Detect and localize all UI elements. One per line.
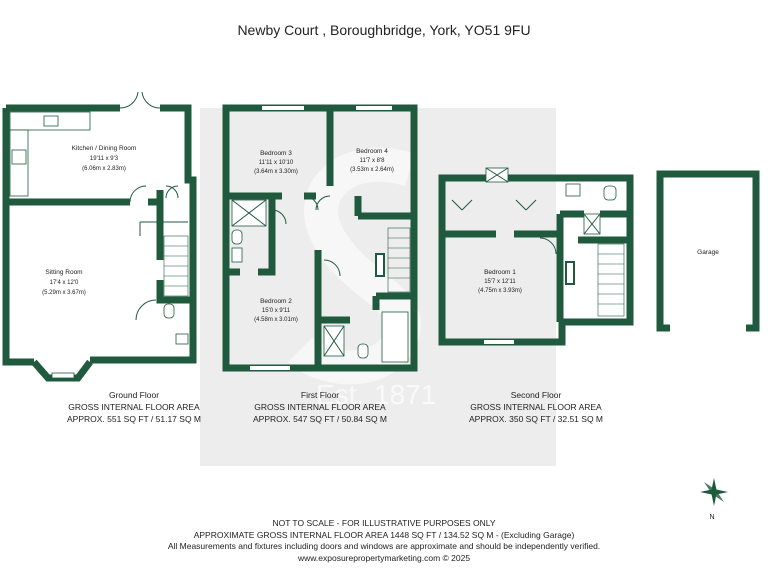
kitchen-dining-room-dim-imperial: 19'11 x 9'3 <box>90 156 119 162</box>
bedroom-2-door-swing <box>323 259 341 277</box>
first-floor-ensuite-walls <box>226 196 276 276</box>
footer-measurement-note: All Measurements and fixtures including … <box>167 541 601 551</box>
bedroom-4-dim-imperial: 11'7 x 8'8 <box>360 158 386 164</box>
kitchen-door-swing <box>129 185 147 203</box>
bathroom-bath-icon <box>381 311 409 363</box>
second-landing-cupboard <box>565 261 575 285</box>
first-floor-stairs <box>387 227 411 293</box>
landing-cupboard <box>375 253 385 277</box>
sitting-room-dim-metric: (5.29m x 3.67m) <box>42 290 86 296</box>
ground-floor-area-value: APPROX. 551 SQ FT / 51.17 SQ M <box>67 414 201 424</box>
bedroom-4-name: Bedroom 4 <box>356 148 388 155</box>
bedroom-1-door-swing <box>539 237 557 255</box>
ensuite-toilet-icon <box>231 229 243 245</box>
sitting-room-dim-imperial: 17'4 x 12'0 <box>50 280 79 286</box>
sitting-room-name: Sitting Room <box>45 269 82 276</box>
bedroom-2-dim-imperial: 15'0 x 9'11 <box>262 308 291 314</box>
bedroom-4-dim-metric: (3.53m x 2.64m) <box>350 167 394 173</box>
bay-window-glazing <box>51 372 75 379</box>
patio-doors <box>119 91 161 109</box>
first-floor-title: First Floor <box>301 390 339 400</box>
second-floor-plan: Bedroom 1 15'7 x 12'11 (4.75m x 3.93m) S… <box>438 167 634 424</box>
bedroom-2-dim-metric: (4.58m x 3.01m) <box>254 317 298 323</box>
ground-floor-area-label: GROSS INTERNAL FLOOR AREA <box>68 402 200 412</box>
first-floor-plan: Bedroom 3 11'11 x 10'10 (3.64m x 3.30m) … <box>222 104 418 424</box>
kitchen-dining-room-name: Kitchen / Dining Room <box>72 145 137 152</box>
footer-scale-note: NOT TO SCALE - FOR ILLUSTRATIVE PURPOSES… <box>272 518 496 528</box>
kitchen-sink-icon <box>43 115 59 127</box>
first-floor-door-swings <box>303 195 331 211</box>
bedroom-3-window <box>262 106 304 110</box>
garage-plan: Garage <box>656 170 760 332</box>
second-floor-area-value: APPROX. 350 SQ FT / 32.51 SQ M <box>469 414 603 424</box>
footer-total-area: APPROXIMATE GROSS INTERNAL FLOOR AREA 14… <box>193 529 575 540</box>
ground-wc-basin-icon <box>175 333 189 345</box>
second-floor-area-label: GROSS INTERNAL FLOOR AREA <box>470 402 602 412</box>
second-floor-title: Second Floor <box>511 390 562 400</box>
ground-floor-outer-walls <box>2 104 197 366</box>
compass-rose: N <box>700 478 728 521</box>
compass-north-label: N <box>709 514 714 521</box>
bedroom-3-dim-imperial: 11'11 x 10'10 <box>259 160 294 166</box>
garage-name: Garage <box>697 249 719 256</box>
bedroom-1-dim-imperial: 15'7 x 12'11 <box>484 279 516 285</box>
ensuite-door-swing <box>271 209 287 225</box>
watermark-prefix: Est. <box>316 379 364 410</box>
watermark-year: 1871 <box>374 379 436 410</box>
second-floor-internal-walls <box>442 210 630 322</box>
ground-floor-title: Ground Floor <box>109 390 159 400</box>
ground-wc-toilet-icon <box>163 303 175 319</box>
ensuite-basin-icon <box>231 247 243 263</box>
garage-walls <box>656 170 760 332</box>
second-floor-stairs <box>597 243 625 317</box>
ground-floor-plan: Kitchen / Dining Room 19'11 x 9'3 (6.06m… <box>2 91 201 424</box>
second-ensuite-basin-icon <box>565 183 581 197</box>
bathroom-toilet-icon <box>357 343 369 359</box>
front-door-swing <box>135 299 157 321</box>
cupboard-doors <box>165 185 179 199</box>
bedroom-1-name: Bedroom 1 <box>484 269 516 276</box>
bedroom-2-name: Bedroom 2 <box>260 298 292 305</box>
first-floor-area-label: GROSS INTERNAL FLOOR AREA <box>254 402 386 412</box>
wardrobe-doors <box>451 199 537 211</box>
bedroom-4-window <box>356 106 392 110</box>
compass-needle-diagonal <box>704 482 724 502</box>
ground-floor-stairs <box>163 235 189 297</box>
kitchen-hob-icon <box>11 149 27 165</box>
bedroom-3-dim-metric: (3.64m x 3.30m) <box>254 169 298 175</box>
bedroom-2-window <box>250 366 290 370</box>
first-floor-bathroom-walls <box>314 250 414 368</box>
kitchen-dining-room-dim-metric: (6.06m x 2.83m) <box>82 166 126 172</box>
bedroom-3-name: Bedroom 3 <box>260 150 292 157</box>
bedroom-1-dim-metric: (4.75m x 3.93m) <box>478 288 522 294</box>
bedroom-1-window <box>484 340 514 344</box>
first-floor-bedroom-walls <box>226 108 414 220</box>
property-address-title: Newby Court , Boroughbridge, York, YO51 … <box>237 22 531 38</box>
footer-disclaimer: NOT TO SCALE - FOR ILLUSTRATIVE PURPOSES… <box>0 518 768 564</box>
hall-walls <box>156 190 193 304</box>
footer-website-link[interactable]: www.exposurepropertymarketing.com © 2025 <box>297 552 471 563</box>
first-floor-area-value: APPROX. 547 SQ FT / 50.84 SQ M <box>253 414 387 424</box>
second-ensuite-toilet-icon <box>603 185 617 201</box>
first-floor-outer-walls <box>222 104 418 372</box>
stair-head <box>139 221 188 236</box>
